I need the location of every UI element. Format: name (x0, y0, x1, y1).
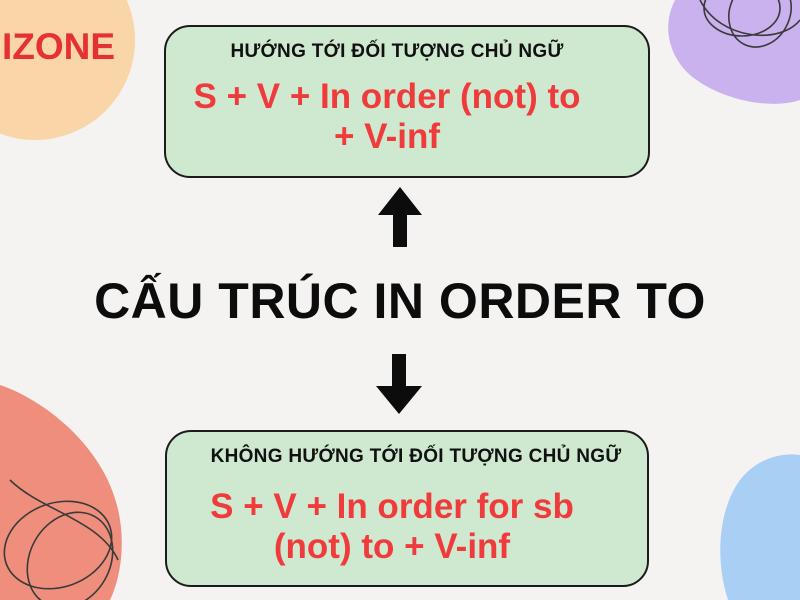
purple-blob (668, 0, 800, 104)
top-box-label: HƯỚNG TỚI ĐỐI TƯỢNG CHỦ NGỮ (230, 41, 564, 62)
bottom-structure-box: KHÔNG HƯỚNG TỚI ĐỐI TƯỢNG CHỦ NGỮ S + V … (165, 430, 649, 587)
bottom-formula: S + V + In order for sb (not) to + V-inf (167, 487, 647, 567)
page-title: CẤU TRÚC IN ORDER TO (94, 273, 706, 329)
bottom-box-label: KHÔNG HƯỚNG TỚI ĐỐI TƯỢNG CHỦ NGỮ (210, 446, 622, 467)
peach-blob (0, 0, 135, 140)
blue-blob (720, 454, 800, 600)
bottom-formula-line2: (not) to + V-inf (273, 527, 511, 566)
salmon-blob (0, 385, 122, 600)
scribble-bottom-left (3, 479, 119, 600)
top-formula-line1: S + V + In order (not) to (193, 77, 581, 116)
top-formula: S + V + In order (not) to + V-inf (166, 77, 648, 157)
scribble-top-right (699, 0, 800, 48)
top-formula-line2: + V-inf (334, 117, 440, 156)
top-structure-box: HƯỚNG TỚI ĐỐI TƯỢNG CHỦ NGỮ S + V + In o… (164, 25, 650, 178)
bottom-formula-line1: S + V + In order for sb (210, 487, 574, 526)
arrow-up-icon (378, 187, 422, 247)
brand-logo: IZONE (2, 26, 116, 67)
arrow-down-icon (376, 354, 422, 414)
